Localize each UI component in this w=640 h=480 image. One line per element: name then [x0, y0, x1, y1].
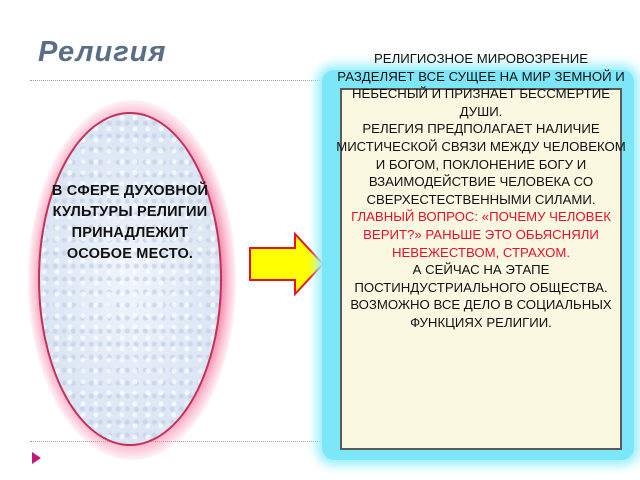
triangle-bullet-icon [32, 452, 41, 464]
text-box-content: РЕЛИГИОЗНОЕ МИРОВОЗРЕНИЕ РАЗДЕЛЯЕТ ВСЕ С… [336, 50, 626, 332]
oval-text: В СФЕРЕ ДУХОВНОЙ КУЛЬТУРЫ РЕЛИГИИ ПРИНАД… [51, 183, 209, 262]
postindustrial-paragraph: А СЕЙЧАС НА ЭТАПЕ ПОСТИНДУСТРИАЛЬНОГО ОБ… [354, 262, 608, 295]
oval-shape [38, 112, 222, 446]
worldview-paragraph: РЕЛИГИОЗНОЕ МИРОВОЗРЕНИЕ РАЗДЕЛЯЕТ ВСЕ С… [337, 51, 625, 119]
right-arrow-icon [249, 232, 325, 296]
slide-title: Религия [38, 36, 167, 68]
text-box [340, 88, 622, 450]
social-functions-paragraph: ВОЗМОЖНО ВСЕ ДЕЛО В СОЦИАЛЬНЫХ ФУНКЦИЯХ … [350, 297, 612, 330]
main-question-paragraph: ГЛАВНЫЙ ВОПРОС: «ПОЧЕМУ ЧЕЛОВЕК ВЕРИТ?» … [351, 209, 611, 260]
religion-definition-paragraph: РЕЛЕГИЯ ПРЕДПОЛАГАЕТ НАЛИЧИЕ МИСТИЧЕСКОЙ… [336, 121, 626, 207]
